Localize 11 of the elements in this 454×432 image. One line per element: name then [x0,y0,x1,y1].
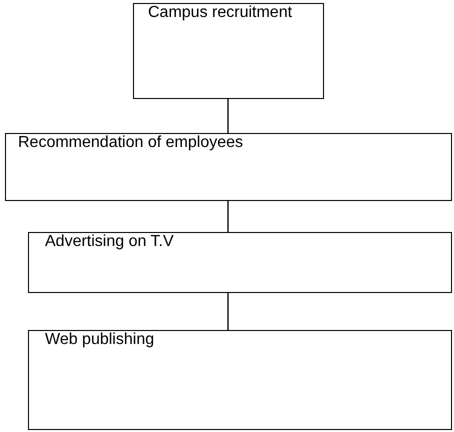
connector-line [227,201,229,232]
box-label: Web publishing [45,331,154,349]
process-box [5,133,452,201]
process-box [28,232,452,293]
process-box [133,3,324,99]
box-label: Campus recruitment [148,4,292,22]
process-box [28,330,452,430]
connector-line [227,99,229,133]
connector-line [227,293,229,330]
box-label: Recommendation of employees [18,134,244,152]
box-label: Advertising on T.V [45,233,174,251]
